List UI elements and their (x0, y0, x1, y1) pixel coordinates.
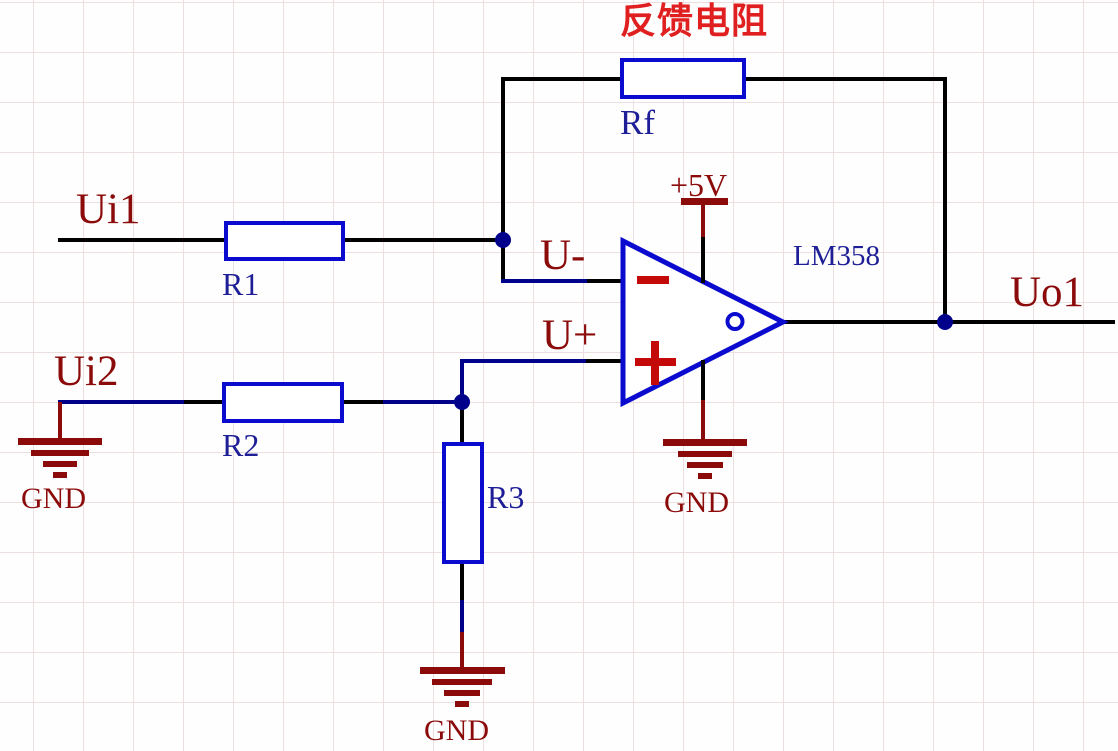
wire-feedback-top-left (501, 77, 622, 81)
wire-feedback-left-vertical (501, 77, 505, 283)
resistor-r3 (442, 442, 484, 564)
gnd2-bar2 (678, 451, 732, 457)
gnd1-label: GND (21, 482, 86, 515)
resistor-rf (620, 58, 746, 99)
wire-ui2-net (58, 400, 184, 404)
pin-r2-right (344, 400, 385, 404)
wire-feedback-right-vertical (943, 77, 947, 324)
plus-icon (635, 341, 676, 385)
resistor-r2-designator: R2 (222, 427, 260, 463)
pin-ui2-to-r2 (182, 400, 225, 404)
wire-inverting-net (501, 279, 587, 283)
gnd2-bar3 (687, 462, 723, 468)
schematic-title: 反馈电阻 (620, 0, 769, 41)
gnd3-bar2 (432, 679, 492, 685)
net-label-u-minus: U- (540, 232, 586, 279)
opamp-triangle (620, 236, 789, 408)
pin-vcc (701, 237, 705, 283)
wire-r1-to-node (344, 238, 504, 242)
gnd3-bar4 (455, 701, 469, 707)
minus-icon (637, 276, 669, 284)
wire-r3-to-gnd (460, 600, 464, 634)
vcc-power-bar-icon (681, 198, 728, 205)
stub-vcc (701, 204, 705, 239)
gnd2-bar1 (663, 439, 747, 446)
gnd3-bar1 (420, 667, 505, 674)
resistor-r1 (224, 221, 345, 261)
wire-noninverting-net (460, 359, 586, 363)
junction-output-node (937, 314, 953, 330)
gnd3-bar3 (444, 690, 480, 696)
gnd1-bar3 (43, 461, 77, 467)
wire-node-up (460, 359, 464, 404)
junction-noninverting-node (454, 394, 470, 410)
pin-r3-bottom (460, 563, 464, 602)
gnd1-bar4 (53, 472, 67, 478)
wire-r2-to-node (383, 400, 464, 404)
junction-inverting-node (495, 232, 511, 248)
gnd3-label: GND (424, 714, 489, 747)
resistor-r1-designator: R1 (222, 266, 260, 302)
gnd1-bar1 (18, 438, 102, 445)
resistor-r2 (222, 382, 344, 423)
resistor-r3-designator: R3 (487, 479, 525, 515)
pin-inverting-input (584, 279, 625, 283)
pin-noninverting-input (584, 359, 625, 363)
net-label-u-plus: U+ (542, 312, 598, 359)
gnd1-bar2 (31, 450, 89, 456)
stub-vee-gnd (701, 400, 705, 441)
wire-feedback-top-right (745, 77, 947, 81)
wire-node-to-r3 (460, 402, 464, 444)
wire-ui1-to-r1 (58, 238, 225, 242)
stub-ui2-gnd (58, 402, 62, 440)
stub-r3-gnd (460, 632, 464, 670)
gnd2-bar4 (698, 473, 712, 479)
net-label-uo1: Uo1 (1010, 269, 1085, 316)
net-label-vcc: +5V (670, 167, 728, 203)
net-label-ui2: Ui2 (54, 348, 119, 395)
gnd2-label: GND (664, 486, 729, 519)
opamp-output-bubble-icon (725, 312, 745, 331)
opamp-part-label: LM358 (793, 240, 880, 272)
resistor-rf-designator: Rf (620, 103, 655, 142)
pin-vee (701, 360, 705, 402)
net-label-ui1: Ui1 (76, 186, 141, 233)
